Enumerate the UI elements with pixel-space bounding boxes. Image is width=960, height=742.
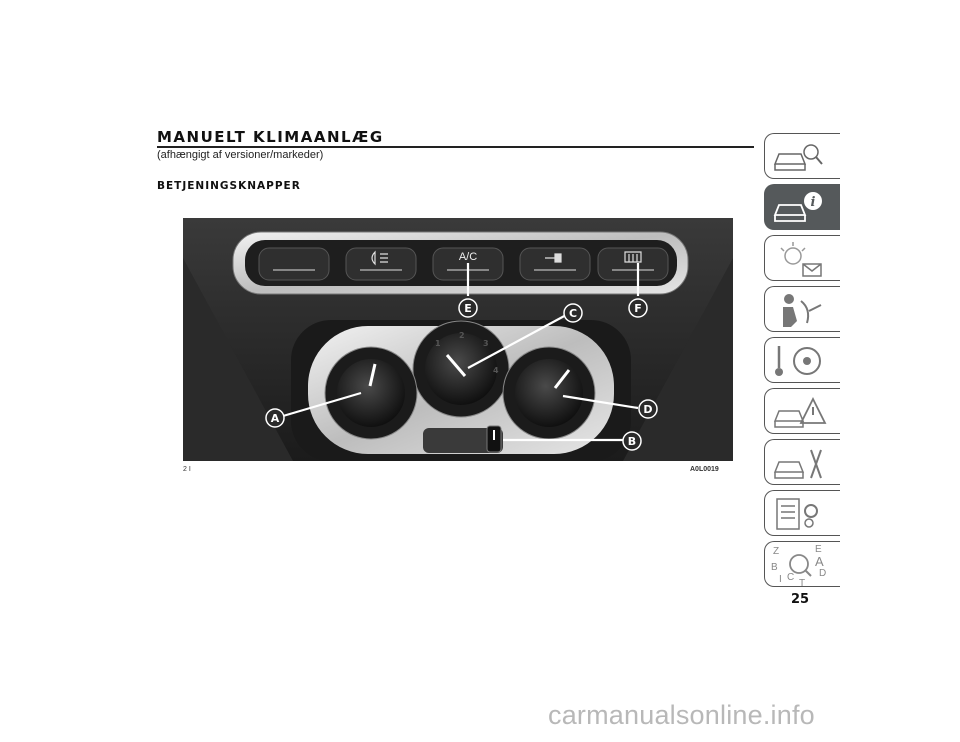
watermark: carmanualsonline.info [548, 700, 815, 730]
specs-gear-icon [776, 498, 818, 530]
index-letter-c: C [787, 572, 794, 583]
title-divider [157, 146, 754, 148]
rear-defrost-icon [624, 251, 642, 263]
temperature-knob [324, 346, 418, 440]
section-heading: BETJENINGSKNAPPER [157, 180, 301, 192]
callout-C: C [569, 307, 577, 320]
car-search-icon [773, 144, 823, 171]
index-letter-a: A [815, 554, 824, 569]
sidebar-tab-key-steering[interactable] [764, 337, 840, 383]
sidebar-tab-car-info[interactable]: i [764, 184, 840, 230]
airbag-person-icon [783, 294, 822, 327]
alphabet-index-icon: Z E A B D C T I [771, 544, 826, 588]
svg-text:i: i [811, 195, 816, 210]
key-steering-wheel-icon [775, 346, 821, 376]
callout-D: D [643, 403, 652, 416]
figure-ref-left: 2 I [183, 466, 191, 473]
car-tools-icon [773, 449, 822, 479]
distribution-knob [502, 346, 596, 440]
sidebar-tab-car-search[interactable] [764, 133, 840, 179]
fan-knob [412, 320, 510, 418]
index-letter-b: B [771, 562, 778, 573]
car-warning-triangle-icon [773, 396, 827, 428]
ac-button-label: A/C [459, 251, 477, 263]
page-subtitle: (afhængigt af versioner/markeder) [157, 149, 324, 161]
fan-speed-1: 1 [435, 339, 441, 348]
fan-speed-2: 2 [459, 331, 465, 340]
sidebar-tab-car-tools[interactable] [764, 439, 840, 485]
callout-E: E [464, 302, 472, 315]
callout-A: A [271, 412, 280, 425]
callout-B: B [628, 435, 636, 448]
car-info-icon: i [773, 192, 822, 222]
climate-control-figure: A/C 1 2 3 4 [183, 218, 733, 461]
button-row [258, 247, 669, 281]
figure-ref-code: A0L0019 [690, 466, 719, 473]
sidebar-tab-car-warning[interactable] [764, 388, 840, 434]
fog-light-icon [371, 250, 388, 266]
fan-speed-3: 3 [483, 339, 489, 348]
index-letter-d: D [819, 568, 826, 579]
sidebar-tab-specs[interactable] [764, 490, 840, 536]
recirculation-icon [545, 253, 562, 263]
index-letter-z: Z [773, 546, 779, 557]
warning-light-icon [780, 242, 822, 277]
callout-F: F [634, 302, 642, 315]
page-title: MANUELT KLIMAANLÆG [157, 128, 384, 146]
page-number: 25 [790, 592, 810, 607]
sidebar-tab-warning-light[interactable] [764, 235, 840, 281]
index-letter-e: E [815, 544, 822, 555]
sidebar-tab-index[interactable]: Z E A B D C T I [764, 541, 840, 588]
index-letter-i: I [779, 574, 782, 585]
index-letter-t: T [799, 578, 805, 588]
sidebar-tab-airbag[interactable] [764, 286, 840, 332]
fan-speed-4: 4 [493, 366, 499, 375]
